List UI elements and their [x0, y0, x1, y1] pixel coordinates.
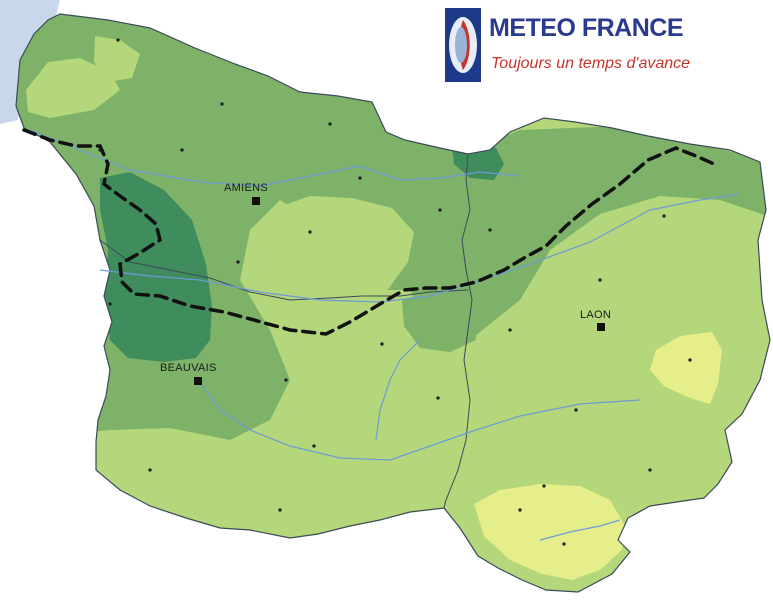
map-dot [358, 176, 362, 180]
map-dot [312, 444, 316, 448]
rivers [29, 129, 741, 541]
city-label-laon: LAON [580, 309, 611, 321]
zone-light-northwest [26, 58, 120, 118]
map-dots [98, 38, 692, 546]
city-label-beauvais: BEAUVAIS [160, 362, 217, 374]
map-dot [116, 38, 120, 42]
map-dot [436, 396, 440, 400]
city-beauvais: BEAUVAIS [160, 362, 217, 385]
map-dot [328, 122, 332, 126]
map-dot [108, 302, 112, 306]
map-dot [648, 468, 652, 472]
map-dot [380, 342, 384, 346]
city-laon: LAON [580, 309, 611, 331]
city-marker [252, 197, 260, 205]
map-dot [438, 208, 442, 212]
map-dot [662, 214, 666, 218]
map-dot [598, 278, 602, 282]
map-dot [180, 148, 184, 152]
map-dot [542, 484, 546, 488]
map-dot [488, 228, 492, 232]
map-dot [518, 508, 522, 512]
city-amiens: AMIENS [224, 182, 268, 205]
map-dot [278, 508, 282, 512]
zone-medium-center-east [402, 290, 476, 352]
map-dot [508, 328, 512, 332]
logo-background [440, 2, 772, 94]
map-dot [220, 102, 224, 106]
map-dot [688, 358, 692, 362]
city-label-amiens: AMIENS [224, 182, 268, 194]
zone-light-center [276, 196, 414, 296]
zone-light-top [94, 36, 140, 82]
map-dot [284, 378, 288, 382]
map-dot [308, 230, 312, 234]
sea-area [0, 0, 60, 124]
map-dot [574, 408, 578, 412]
logo-emblem-icon [445, 8, 481, 82]
city-marker [597, 323, 605, 331]
zone-lightest-south [474, 484, 624, 580]
map-dot [236, 260, 240, 264]
meteo-france-logo: METEO FRANCE Toujours un temps d'avance [440, 2, 772, 94]
zone-lightest-east [650, 332, 722, 404]
map-dot [98, 148, 102, 152]
logo-title: METEO FRANCE [489, 14, 683, 42]
dashed-isoline [22, 128, 716, 336]
logo-subtitle: Toujours un temps d'avance [491, 55, 690, 72]
map-dot [148, 468, 152, 472]
city-marker [194, 377, 202, 385]
map-dot [562, 542, 566, 546]
department-borders [99, 153, 473, 509]
region-border [15, 13, 771, 593]
